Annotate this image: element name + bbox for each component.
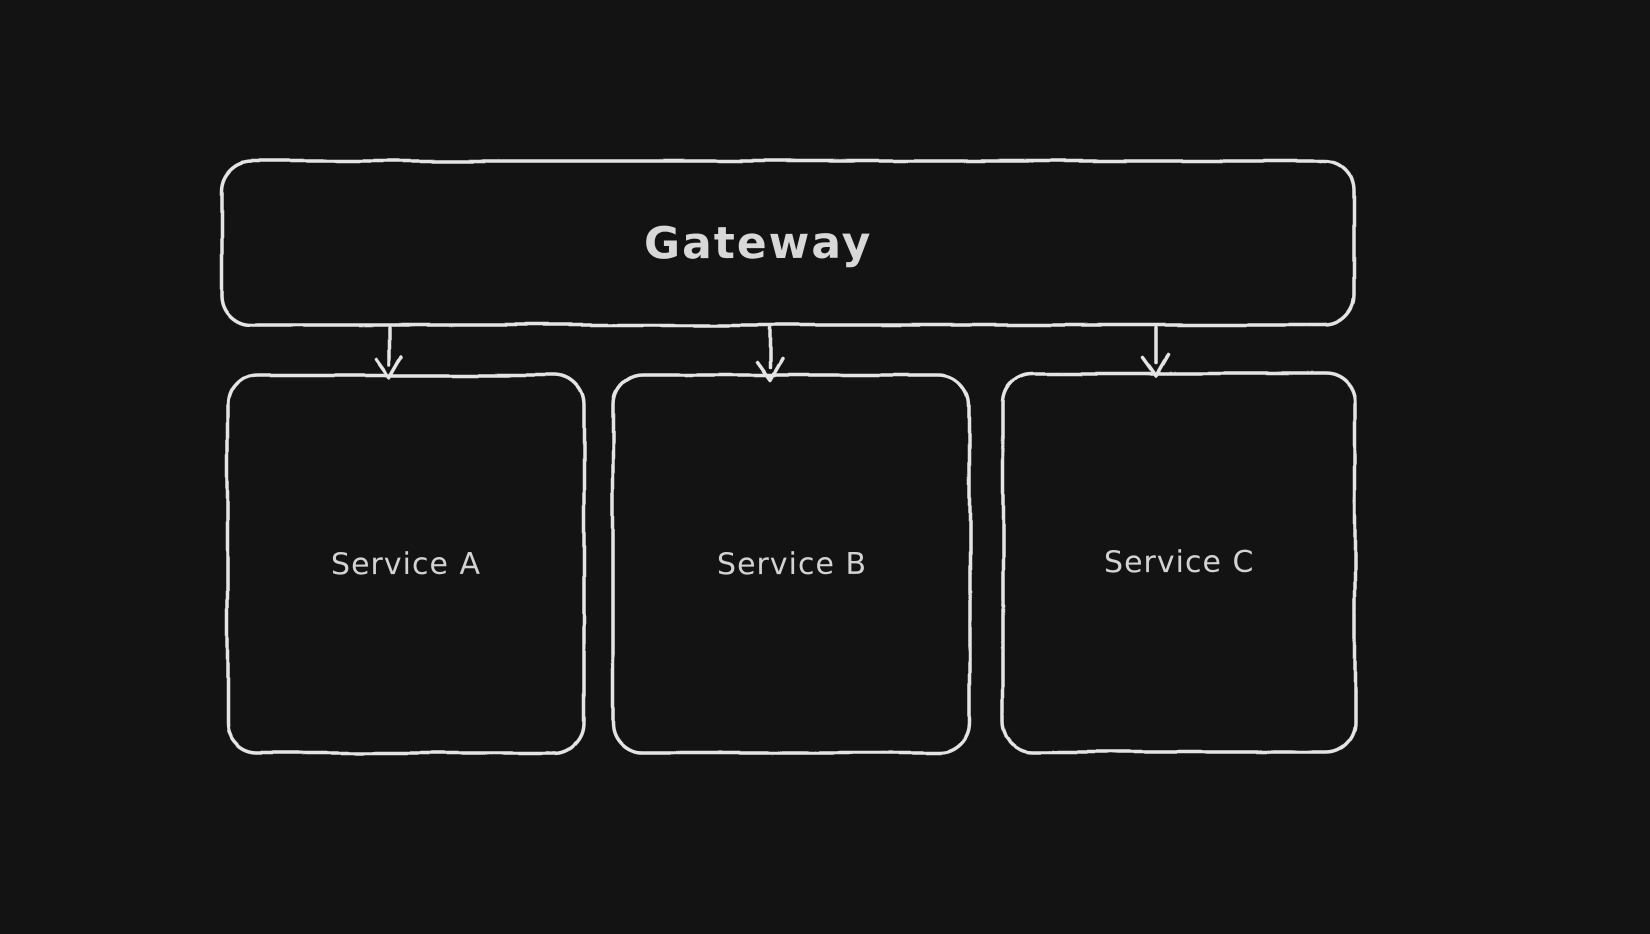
gateway-box <box>220 159 1356 327</box>
node-service-c[interactable]: Service C <box>1003 373 1355 752</box>
service-c-box <box>1001 371 1357 754</box>
node-gateway[interactable]: Gateway <box>222 161 1354 325</box>
service-b-box <box>611 373 972 755</box>
arrow-head-icon <box>1141 352 1170 377</box>
node-service-a[interactable]: Service A <box>227 375 584 753</box>
arrow-head-icon <box>375 354 404 379</box>
service-b-label: Service B <box>716 546 867 582</box>
arrow-gateway-to-service-a[interactable] <box>375 326 404 379</box>
service-a-label: Service A <box>330 546 481 582</box>
gateway-label: Gateway <box>643 217 873 269</box>
arrow-head-icon <box>755 357 784 382</box>
service-a-box <box>225 373 586 755</box>
stroke-group <box>220 159 1357 755</box>
service-c-label: Service C <box>1103 544 1255 581</box>
arrow-gateway-to-service-c[interactable] <box>1141 326 1170 377</box>
node-service-b[interactable]: Service B <box>613 375 970 753</box>
arrow-gateway-to-service-b[interactable] <box>755 326 784 382</box>
